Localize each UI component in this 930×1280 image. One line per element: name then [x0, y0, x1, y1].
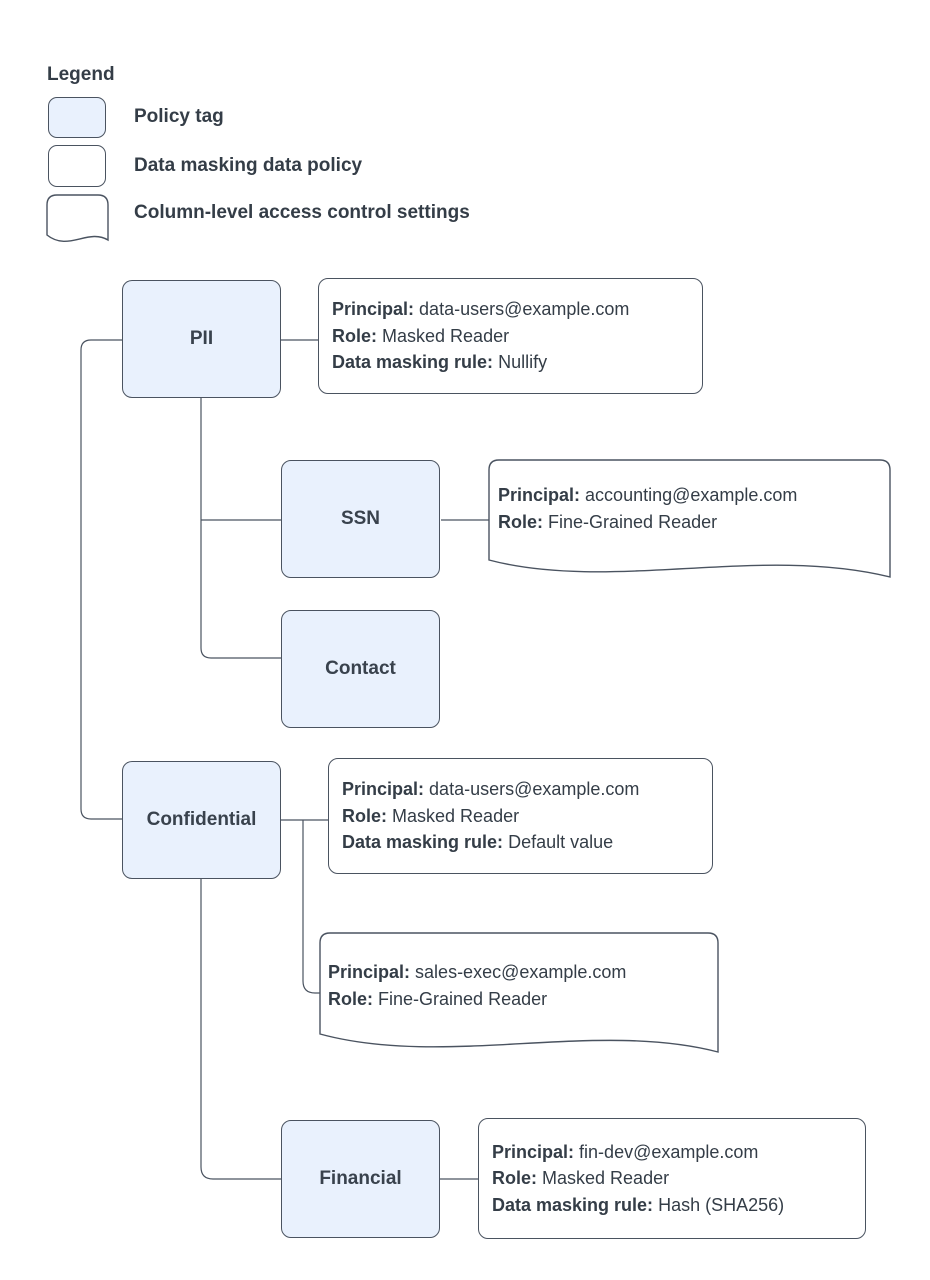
policy-role-line: Role: Fine-Grained Reader [498, 511, 718, 532]
connector-pii-to-contact [200, 398, 281, 659]
connector-confidential-to-access-control [302, 820, 320, 994]
policy-rule-line: Data masking rule: Default value [342, 832, 614, 853]
policy-rule-line: Data masking rule: Hash (SHA256) [492, 1194, 785, 1215]
policy-tag-node-ssn: SSN [281, 460, 440, 578]
policy-tag-label: Contact [325, 658, 396, 679]
policy-role-line: Role: Masked Reader [332, 325, 510, 346]
data-policy-box-financial: Principal: fin-dev@example.com Role: Mas… [478, 1118, 866, 1239]
access-control-text-confidential: Principal: sales-exec@example.com Role: … [328, 959, 626, 1012]
policy-tag-node-pii: PII [122, 280, 281, 398]
policy-role-line: Role: Fine-Grained Reader [328, 988, 548, 1009]
data-policy-box-confidential: Principal: data-users@example.com Role: … [328, 758, 713, 874]
policy-role-line: Role: Masked Reader [342, 805, 520, 826]
connector-confidential-to-financial [200, 879, 281, 1180]
policy-principal-line: Principal: accounting@example.com [498, 485, 798, 505]
policy-tag-node-confidential: Confidential [122, 761, 281, 879]
legend-title: Legend [47, 64, 115, 85]
policy-tag-label: PII [189, 328, 214, 349]
policy-role-line: Role: Masked Reader [492, 1168, 670, 1189]
legend-document-swatch [46, 194, 109, 243]
policy-tag-node-contact: Contact [281, 610, 440, 728]
policy-tag-label: Confidential [146, 809, 257, 830]
policy-principal-line: Principal: fin-dev@example.com [492, 1141, 759, 1162]
legend-item-column-access-settings: Column-level access control settings [134, 202, 470, 223]
data-policy-box-pii: Principal: data-users@example.com Role: … [318, 278, 703, 394]
policy-rule-line: Data masking rule: Nullify [332, 352, 548, 373]
legend-policy-tag-swatch [48, 97, 106, 138]
access-control-text-ssn: Principal: accounting@example.com Role: … [498, 482, 797, 535]
legend-item-policy-tag: Policy tag [134, 106, 224, 127]
legend-data-policy-swatch [48, 145, 106, 187]
policy-principal-line: Principal: data-users@example.com [332, 299, 630, 320]
confidential-access-control-shape [319, 932, 719, 1053]
connector-trunk-pii-to-confidential [80, 339, 122, 820]
legend-item-data-masking-policy: Data masking data policy [134, 155, 363, 176]
policy-tag-label: Financial [319, 1168, 402, 1189]
policy-principal-line: Principal: sales-exec@example.com [328, 962, 627, 982]
ssn-access-control-shape [488, 459, 891, 578]
policy-tag-node-financial: Financial [281, 1120, 440, 1238]
policy-principal-line: Principal: data-users@example.com [342, 779, 640, 800]
policy-tag-label: SSN [340, 508, 381, 529]
